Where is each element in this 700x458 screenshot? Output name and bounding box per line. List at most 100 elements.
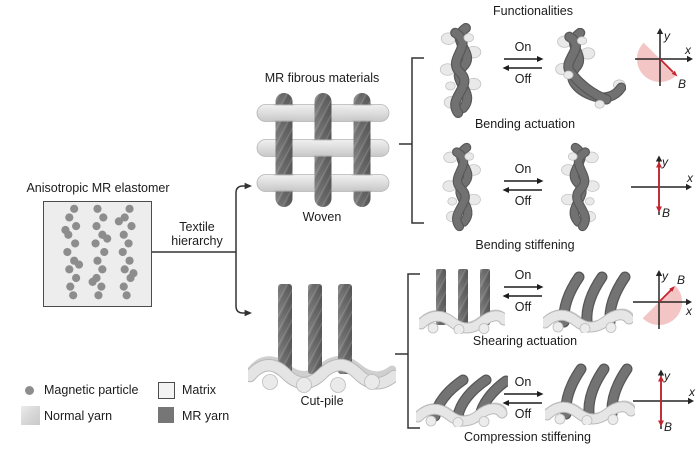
magnetic-particle <box>100 247 109 257</box>
magnetic-particle <box>72 222 81 231</box>
elastomer-title: Anisotropic MR elastomer <box>26 181 170 195</box>
x-axis-label: x <box>688 385 696 399</box>
magnetic-particle <box>120 265 129 274</box>
magnetic-particle <box>72 273 81 283</box>
b-field-arrow <box>658 288 673 303</box>
row-label-shearing-actuation: Shearing actuation <box>472 334 578 348</box>
y-axis-label: y <box>661 155 669 169</box>
magnetic-particle <box>103 234 112 243</box>
on-label: On <box>514 40 532 54</box>
axes-bending-actuation: y x B <box>635 28 693 91</box>
off-label: Off <box>514 300 532 314</box>
magnetic-particle <box>69 291 78 300</box>
hierarchy-label-line1: Textile <box>179 220 215 234</box>
magnetic-particle <box>74 260 84 269</box>
magnetic-particle <box>92 222 101 231</box>
elastomer-box <box>43 201 152 307</box>
off-label: Off <box>514 194 532 208</box>
arrow-left-icon <box>502 65 542 71</box>
arrow-right-icon <box>504 56 544 62</box>
pile-sheared-on <box>543 263 633 333</box>
axes-shearing-actuation: y x B <box>633 269 693 329</box>
magnetic-particle <box>127 222 136 231</box>
magnetic-particle <box>118 247 127 257</box>
magnetic-particle <box>88 277 97 286</box>
hierarchy-branch-up <box>235 185 245 252</box>
bracket-woven <box>411 57 424 224</box>
yarn-bent-on <box>544 28 626 118</box>
legend-normal-yarn: Normal yarn <box>44 409 113 423</box>
b-field-label: B <box>662 206 670 219</box>
arrow-right-icon <box>504 284 544 290</box>
magnetic-particle <box>129 269 138 278</box>
b-field-label: B <box>678 77 686 91</box>
pile-stiffened-on <box>545 355 635 425</box>
hierarchy-label-line2: hierarchy <box>171 234 223 248</box>
functionalities-title: Functionalities <box>493 4 573 18</box>
arrow-right-icon <box>504 178 544 184</box>
axes-compression-stiffening: y x B <box>633 369 696 433</box>
pile-upright-off <box>419 266 505 334</box>
y-axis-label: y <box>663 369 671 383</box>
axes-bending-stiffening: y x B <box>631 155 694 219</box>
onoff-toggle-1: On Off <box>501 41 545 86</box>
normal-yarn-swatch-icon <box>21 406 40 425</box>
cutpile-label: Cut-pile <box>300 394 344 408</box>
mr-yarn-swatch-icon <box>158 407 174 423</box>
row-label-bending-stiffening: Bending stiffening <box>475 238 575 252</box>
magnetic-particle-icon <box>25 386 34 395</box>
magnetic-particle <box>70 204 79 213</box>
magnetic-particle <box>91 239 100 248</box>
magnetic-particle <box>125 204 134 213</box>
magnetic-particle <box>65 265 74 274</box>
off-label: Off <box>514 407 532 421</box>
magnetic-particle <box>93 256 102 265</box>
woven-structure <box>256 93 390 207</box>
magnetic-particle <box>98 265 107 274</box>
woven-patch-edges <box>273 104 373 192</box>
off-label: Off <box>514 72 532 86</box>
bracket-cutpile <box>407 273 420 429</box>
x-axis-label: x <box>685 304 693 318</box>
cutpile-mr-rods <box>278 284 352 374</box>
cutpile-cylinders <box>262 374 380 393</box>
arrow-left-icon <box>502 400 542 406</box>
magnetic-particle <box>66 282 75 291</box>
row-label-compression-stiffening: Compression stiffening <box>464 430 591 444</box>
onoff-toggle-2: On Off <box>501 163 545 208</box>
magnetic-particle <box>94 291 103 300</box>
arrow-to-woven-icon <box>244 182 252 190</box>
arrow-right-icon <box>504 391 544 397</box>
legend-magnetic-particle: Magnetic particle <box>44 383 139 397</box>
on-label: On <box>514 268 532 282</box>
magnetic-particle <box>125 256 134 265</box>
magnetic-particle <box>61 225 70 235</box>
magnetic-particle <box>119 282 128 291</box>
cutpile-structure <box>248 284 396 393</box>
row-label-bending-actuation: Bending actuation <box>474 117 576 131</box>
yarn-on-2 <box>553 141 605 233</box>
pile-compressed-off <box>416 357 508 427</box>
hierarchy-label: Textile hierarchy <box>164 220 230 248</box>
x-axis-label: x <box>686 171 694 185</box>
matrix-swatch-icon <box>158 382 175 399</box>
magnetic-particle <box>65 213 74 222</box>
hierarchy-branch-down <box>235 252 245 314</box>
magnetic-particle <box>71 239 80 248</box>
onoff-toggle-3: On Off <box>501 269 545 314</box>
woven-over-patches <box>273 105 373 191</box>
on-label: On <box>514 162 532 176</box>
arrow-left-icon <box>502 293 542 299</box>
field-rotation-range <box>642 285 683 326</box>
woven-label: Woven <box>302 210 342 224</box>
yarn-straight-off <box>434 23 490 118</box>
magnetic-particle <box>120 213 129 222</box>
materials-heading: MR fibrous materials <box>264 71 380 85</box>
y-axis-label: y <box>663 29 671 43</box>
legend-mr-yarn: MR yarn <box>182 409 230 423</box>
y-axis-label: y <box>661 269 669 283</box>
b-field-label: B <box>677 273 685 287</box>
magnetic-particle <box>122 291 131 300</box>
